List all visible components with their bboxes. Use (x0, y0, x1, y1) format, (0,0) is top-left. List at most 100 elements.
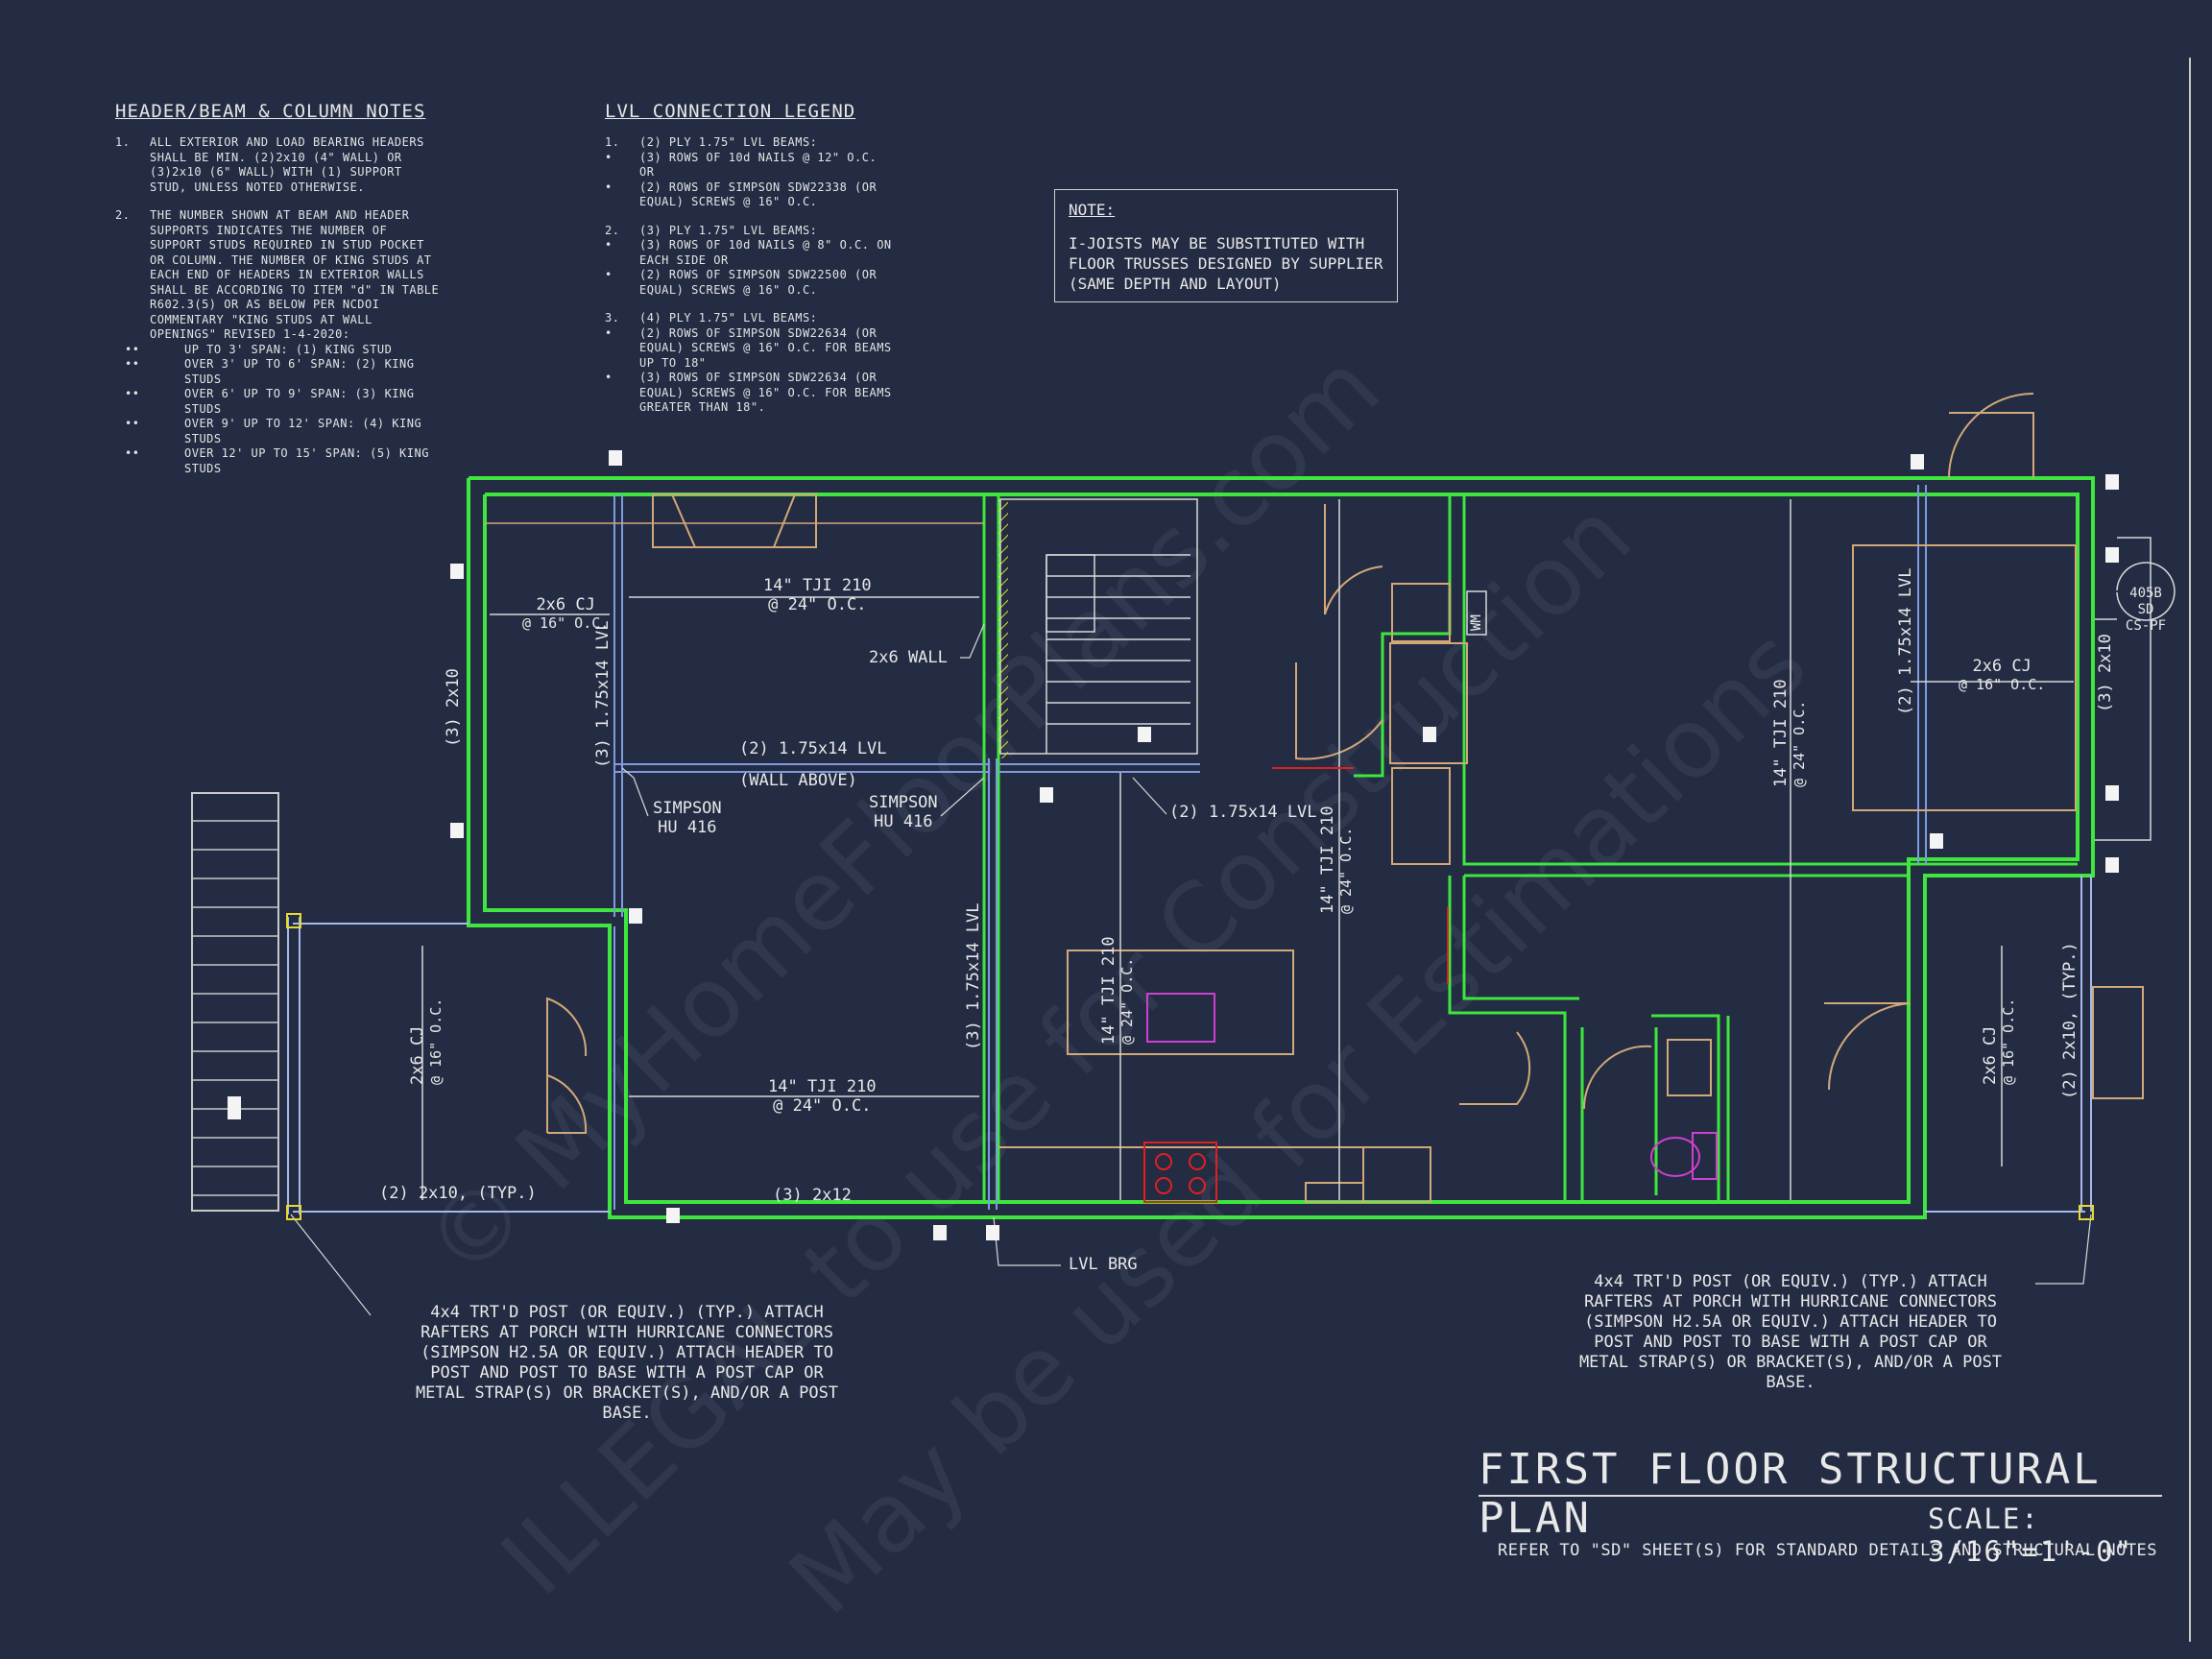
note-text: ALL EXTERIOR AND LOAD BEARING HEADERS SH… (150, 135, 424, 194)
porch-posts (286, 913, 2094, 1220)
lvl-legend-line: 3.(4) PLY 1.75" LVL BEAMS: (605, 311, 818, 325)
support-marker (609, 450, 622, 466)
lvl-legend-line: •(3) ROWS OF SIMPSON SDW22634 (OR EQUAL)… (605, 371, 892, 414)
lvl-legend-line: 1.(2) PLY 1.75" LVL BEAMS: (605, 135, 818, 149)
support-marker (2105, 785, 2119, 801)
lvl-legend-line: •(3) ROWS OF 10d NAILS @ 8" O.C. ON EACH… (605, 238, 892, 267)
bottom-2x12-label: (3) 2x12 (773, 1186, 852, 1205)
lvl-vertical-right-label: (2) 1.75x14 LVL (1896, 567, 1915, 715)
support-marker (450, 564, 464, 579)
header-note-item: 2. THE NUMBER SHOWN AT BEAM AND HEADER S… (115, 208, 442, 343)
exterior-equipment (2092, 986, 2144, 1099)
porch-header-label: (2) 2x10, (TYP.) (379, 1184, 537, 1203)
sd-tag: 405B SD CS-PF (2125, 586, 2167, 634)
note-text: THE NUMBER SHOWN AT BEAM AND HEADER SUPP… (150, 208, 440, 341)
king-stud-bullet: ••OVER 9' UP TO 12' SPAN: (4) KING STUDS (125, 417, 422, 445)
support-marker (629, 908, 642, 924)
support-marker (986, 1225, 999, 1240)
wall-above-label: (WALL ABOVE) (739, 771, 857, 790)
island-sink (1146, 993, 1215, 1043)
right-2x10-label: (3) 2x10 (2096, 634, 2115, 712)
support-marker (228, 1096, 241, 1119)
ijoist-note-box: NOTE: I-JOISTS MAY BE SUBSTITUTED WITH F… (1054, 189, 1398, 302)
lvl-vertical-left-label: (3) 1.75x14 LVL (593, 620, 613, 768)
left-2x10-label: (3) 2x10 (444, 668, 463, 747)
sd-tag-circle (2116, 562, 2176, 621)
lvl-legend-line: 2.(3) PLY 1.75" LVL BEAMS: (605, 223, 818, 237)
lvl-legend-title: LVL CONNECTION LEGEND (605, 101, 856, 122)
support-marker (1040, 787, 1053, 803)
lvl-horizontal-label: (2) 1.75x14 LVL (739, 739, 887, 758)
left-porch (287, 917, 610, 1214)
support-marker (450, 823, 464, 838)
lvl-vertical-mid-label: (3) 1.75x14 LVL (964, 902, 983, 1050)
lvl-beams (613, 485, 1927, 1210)
note-number: 2. (115, 208, 131, 222)
support-marker (1138, 727, 1151, 742)
dimension-arrows (421, 499, 2074, 1200)
leader-lines (290, 623, 2092, 1316)
lvl-legend-line: •(3) ROWS OF 10d NAILS @ 12" O.C. OR (605, 150, 878, 180)
header-beam-notes: HEADER/BEAM & COLUMN NOTES 1. ALL EXTERI… (115, 101, 442, 476)
cj-far-right-label: 2x6 CJ@ 16" O.C. (1981, 998, 2017, 1085)
king-stud-bullet: ••OVER 6' UP TO 9' SPAN: (3) KING STUDS (125, 387, 415, 416)
right-room-outline (1852, 544, 2077, 811)
kitchen-counter (998, 1146, 1431, 1203)
kitchen-island (1067, 950, 1294, 1055)
title-underline (1479, 1495, 2162, 1497)
post-note-right: 4x4 TRT'D POST (OR EQUIV.) (TYP.) ATTACH… (1578, 1272, 2003, 1392)
support-marker (1911, 454, 1924, 469)
right-2x10-typ-label: (2) 2x10, (TYP.) (2060, 942, 2080, 1099)
header-beam-notes-title: HEADER/BEAM & COLUMN NOTES (115, 101, 426, 122)
lvl-legend-line: •(2) ROWS OF SIMPSON SDW22500 (OR EQUAL)… (605, 268, 878, 297)
lvl-connection-legend: LVL CONNECTION LEGEND 1.(2) PLY 1.75" LV… (605, 101, 893, 416)
plan-scale: SCALE: 3/16"=1'-0" (1928, 1503, 2134, 1568)
lvl-bearing-label: LVL BRG (1069, 1255, 1138, 1274)
tji-center-label: 14" TJI 210@ 24" O.C. (1318, 805, 1355, 914)
range-cooktop (1143, 1142, 1217, 1203)
fireplace (652, 493, 817, 548)
support-marker (2105, 474, 2119, 490)
cj-left-label: 2x6 CJ@ 16" O.C. (522, 595, 610, 632)
right-porch (1925, 876, 2092, 1213)
king-stud-bullet: ••OVER 3' UP TO 6' SPAN: (2) KING STUDS (125, 357, 415, 386)
tji-bottom-label: 14" TJI 210@ 24" O.C. (768, 1077, 877, 1116)
stair-hatch (998, 499, 1008, 758)
support-marker (2105, 857, 2119, 873)
plan-title: FIRST FLOOR STRUCTURAL PLAN (1479, 1445, 2102, 1543)
door-swings (546, 393, 2034, 1134)
king-stud-bullet: ••UP TO 3' SPAN: (1) KING STUD (125, 342, 393, 356)
tji-top-label: 14" TJI 210@ 24" O.C. (763, 576, 872, 614)
laundry-area (1389, 583, 1468, 865)
support-marker (933, 1225, 947, 1240)
header-note-item: 1. ALL EXTERIOR AND LOAD BEARING HEADERS… (115, 135, 442, 195)
porch-cj-label: 2x6 CJ@ 16" O.C. (408, 998, 445, 1085)
tji-kitchen-label: 14" TJI 210@ 24" O.C. (1099, 936, 1136, 1045)
interior-stairs (999, 498, 1198, 755)
note-box-text: I-JOISTS MAY BE SUBSTITUTED WITH FLOOR T… (1069, 234, 1383, 293)
support-marker (666, 1208, 680, 1223)
wm-box (1466, 590, 1487, 636)
support-marker (1930, 833, 1943, 849)
refer-note: REFER TO "SD" SHEET(S) FOR STANDARD DETA… (1498, 1541, 2158, 1560)
left-porch-steps (191, 792, 279, 1212)
cj-right-label: 2x6 CJ@ 16" O.C. (1959, 657, 2046, 693)
post-note-left: 4x4 TRT'D POST (OR EQUIV.) (TYP.) ATTACH… (415, 1303, 839, 1423)
bath-vanity (1667, 1039, 1712, 1096)
wall-2x6-label: 2x6 WALL (869, 648, 948, 667)
exterior-walls (467, 476, 2095, 1219)
note-box-title: NOTE: (1069, 201, 1116, 219)
lvl-small-label: (2) 1.75x14 LVL (1169, 803, 1317, 822)
sheet-border (2189, 58, 2191, 1642)
tji-right-label: 14" TJI 210@ 24" O.C. (1771, 679, 1808, 787)
support-marker (1423, 727, 1436, 742)
toilet (1650, 1132, 1718, 1180)
lvl-legend-line: •(2) ROWS OF SIMPSON SDW22338 (OR EQUAL)… (605, 180, 878, 209)
king-stud-bullet: ••OVER 12' UP TO 15' SPAN: (5) KING STUD… (125, 446, 429, 475)
lvl-legend-line: •(2) ROWS OF SIMPSON SDW22634 (OR EQUAL)… (605, 325, 892, 370)
support-marker (2105, 547, 2119, 563)
note-number: 1. (115, 135, 131, 149)
